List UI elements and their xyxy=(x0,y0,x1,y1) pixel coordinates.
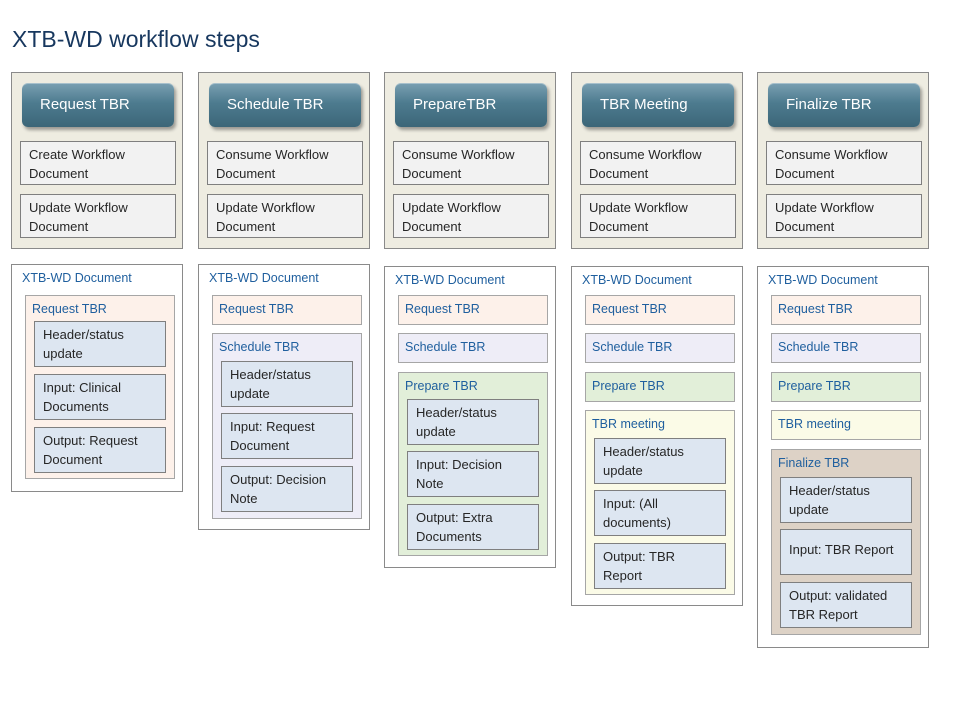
document-panel: XTB-WD Document Request TBR Schedule TBR… xyxy=(757,266,929,648)
section-label: Request TBR xyxy=(219,302,294,316)
workflow-action: Update Workflow Document xyxy=(393,194,549,238)
section-schedule-tbr: Schedule TBR xyxy=(585,333,735,363)
document-title: XTB-WD Document xyxy=(582,273,692,287)
workflow-action: Create Workflow Document xyxy=(20,141,176,185)
section-request-tbr: Request TBR xyxy=(585,295,735,325)
section-tbr-meeting: TBR meeting xyxy=(771,410,921,440)
workflow-action: Consume Workflow Document xyxy=(580,141,736,185)
workflow-action: Consume Workflow Document xyxy=(766,141,922,185)
section-item: Output: Extra Documents xyxy=(407,504,539,550)
section-item: Input: (All documents) xyxy=(594,490,726,536)
section-item: Header/status update xyxy=(407,399,539,445)
step-button-schedule-tbr[interactable]: Schedule TBR xyxy=(209,83,361,127)
workflow-panel: Finalize TBR Consume Workflow Document U… xyxy=(757,72,929,249)
section-label: Prepare TBR xyxy=(405,379,478,393)
section-label: Finalize TBR xyxy=(778,456,850,470)
section-request-tbr: Request TBR xyxy=(398,295,548,325)
section-item: Header/status update xyxy=(34,321,166,367)
workflow-action: Update Workflow Document xyxy=(20,194,176,238)
workflow-action: Consume Workflow Document xyxy=(393,141,549,185)
section-request-tbr: Request TBR xyxy=(771,295,921,325)
section-prepare-tbr: Prepare TBR Header/status update Input: … xyxy=(398,372,548,556)
document-title: XTB-WD Document xyxy=(395,273,505,287)
document-panel: XTB-WD Document Request TBR Schedule TBR… xyxy=(384,266,556,568)
document-panel: XTB-WD Document Request TBR Header/statu… xyxy=(11,264,183,492)
section-label: TBR meeting xyxy=(778,417,851,431)
document-title: XTB-WD Document xyxy=(209,271,319,285)
workflow-panel: Schedule TBR Consume Workflow Document U… xyxy=(198,72,370,249)
section-label: Schedule TBR xyxy=(592,340,673,354)
step-button-finalize-tbr[interactable]: Finalize TBR xyxy=(768,83,920,127)
section-label: Request TBR xyxy=(778,302,853,316)
section-tbr-meeting: TBR meeting Header/status update Input: … xyxy=(585,410,735,595)
section-label: Schedule TBR xyxy=(405,340,486,354)
section-finalize-tbr: Finalize TBR Header/status update Input:… xyxy=(771,449,921,635)
section-label: Prepare TBR xyxy=(778,379,851,393)
workflow-panel: Request TBR Create Workflow Document Upd… xyxy=(11,72,183,249)
section-item: Header/status update xyxy=(594,438,726,484)
workflow-action: Consume Workflow Document xyxy=(207,141,363,185)
section-item: Input: Decision Note xyxy=(407,451,539,497)
section-schedule-tbr: Schedule TBR Header/status update Input:… xyxy=(212,333,362,519)
section-item: Output: validated TBR Report xyxy=(780,582,912,628)
step-button-request-tbr[interactable]: Request TBR xyxy=(22,83,174,127)
document-title: XTB-WD Document xyxy=(768,273,878,287)
section-item: Input: Clinical Documents xyxy=(34,374,166,420)
section-request-tbr: Request TBR Header/status update Input: … xyxy=(25,295,175,479)
workflow-panel: PrepareTBR Consume Workflow Document Upd… xyxy=(384,72,556,249)
section-prepare-tbr: Prepare TBR xyxy=(771,372,921,402)
workflow-action: Update Workflow Document xyxy=(580,194,736,238)
section-label: Request TBR xyxy=(32,302,107,316)
section-item: Header/status update xyxy=(221,361,353,407)
workflow-panel: TBR Meeting Consume Workflow Document Up… xyxy=(571,72,743,249)
section-schedule-tbr: Schedule TBR xyxy=(771,333,921,363)
section-label: TBR meeting xyxy=(592,417,665,431)
page-title: XTB-WD workflow steps xyxy=(12,26,260,52)
step-button-tbr-meeting[interactable]: TBR Meeting xyxy=(582,83,734,127)
section-label: Prepare TBR xyxy=(592,379,665,393)
section-item: Output: TBR Report xyxy=(594,543,726,589)
document-panel: XTB-WD Document Request TBR Schedule TBR… xyxy=(571,266,743,606)
section-item: Input: Request Document xyxy=(221,413,353,459)
section-label: Schedule TBR xyxy=(778,340,859,354)
workflow-action: Update Workflow Document xyxy=(766,194,922,238)
section-label: Schedule TBR xyxy=(219,340,300,354)
section-item: Output: Decision Note xyxy=(221,466,353,512)
section-item: Header/status update xyxy=(780,477,912,523)
section-prepare-tbr: Prepare TBR xyxy=(585,372,735,402)
section-item: Input: TBR Report xyxy=(780,529,912,575)
section-label: Request TBR xyxy=(405,302,480,316)
document-title: XTB-WD Document xyxy=(22,271,132,285)
step-button-prepare-tbr[interactable]: PrepareTBR xyxy=(395,83,547,127)
section-request-tbr: Request TBR xyxy=(212,295,362,325)
workflow-action: Update Workflow Document xyxy=(207,194,363,238)
section-schedule-tbr: Schedule TBR xyxy=(398,333,548,363)
section-item: Output: Request Document xyxy=(34,427,166,473)
section-label: Request TBR xyxy=(592,302,667,316)
document-panel: XTB-WD Document Request TBR Schedule TBR… xyxy=(198,264,370,530)
